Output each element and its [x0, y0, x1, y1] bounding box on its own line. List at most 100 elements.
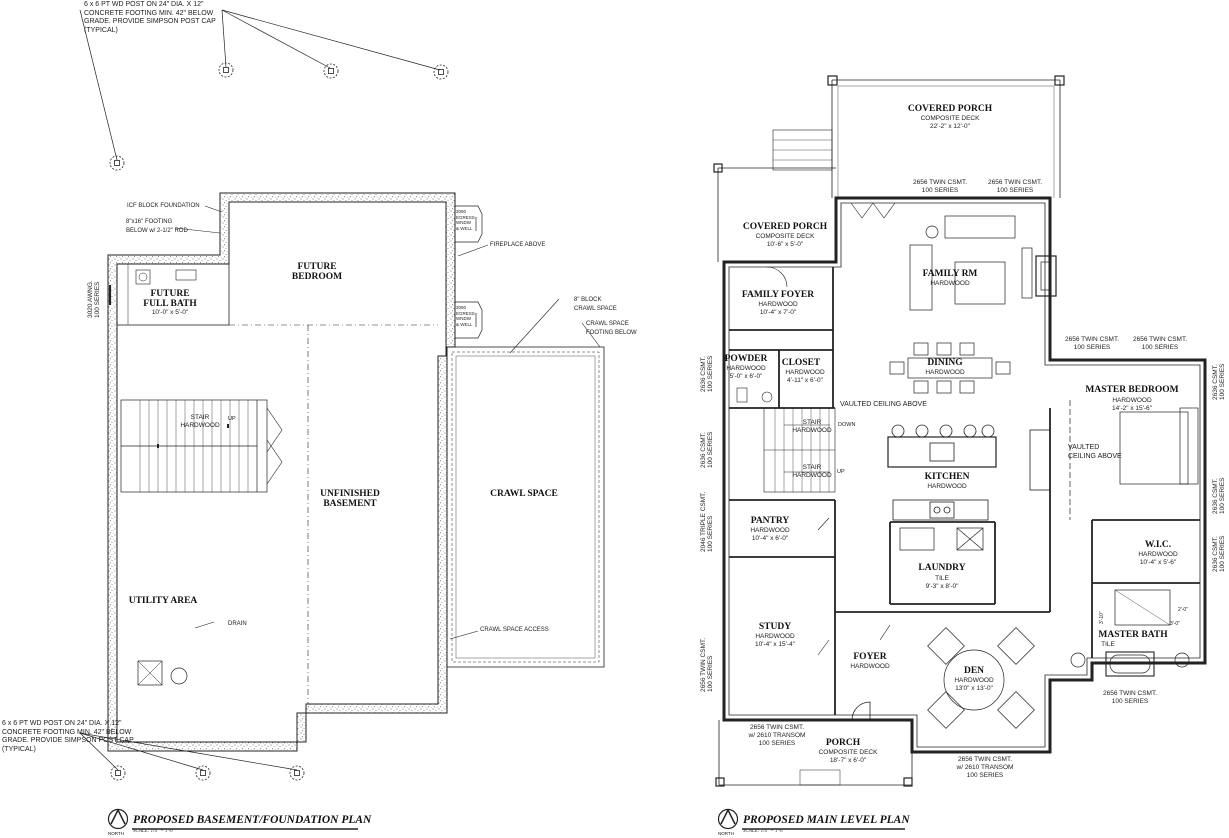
- window-note-left-2: 2636 CSMT. 100 SERIES: [700, 431, 714, 469]
- basement-stair-label: STAIR: [190, 414, 210, 421]
- covered-porch-left-sub: COMPOSITE DECK 10'-6" x 5'-0": [755, 233, 815, 248]
- kitchen-label: KITCHEN: [924, 472, 970, 482]
- stair-upper-sub: HARDWOOD: [792, 427, 832, 434]
- foyer-sub: HARDWOOD: [850, 663, 890, 670]
- awning-window-note: 3020 AWNG. 100 SERIES: [87, 280, 101, 318]
- covered-porch-top-sub: COMPOSITE DECK 22'-2" x 12'-0": [920, 115, 980, 130]
- vaulted-master-note: VAULTED CEILING ABOVE: [1068, 444, 1122, 460]
- stair-lower-label: STAIR: [802, 464, 822, 471]
- footing-note: 8"x16" FOOTING BELOW w/ 2-1/2" ROD: [126, 219, 188, 234]
- basement-stair-floor: HARDWOOD: [180, 422, 220, 429]
- main-plan-scale: SCALE: 1/4" = 1'-0": [743, 829, 785, 834]
- kitchen-sub: HARDWOOD: [927, 483, 967, 490]
- window-note-mb-2: 2656 TWIN CSMT. 100 SERIES: [1132, 336, 1188, 351]
- utility-area-label: UTILITY AREA: [128, 596, 198, 606]
- post-note-top: 6 x 6 PT WD POST ON 24" DIA. X 12" CONCR…: [84, 1, 216, 34]
- master-bath-sub: TILE: [1101, 641, 1115, 648]
- wic-label: W.I.C.: [1144, 540, 1172, 550]
- window-note-mb-1: 2656 TWIN CSMT. 100 SERIES: [1064, 336, 1120, 351]
- family-room-furniture: [909, 215, 1057, 311]
- main-north-arrow: [717, 808, 739, 830]
- egress-note-1: 3050 EGRESS WNDW & WELL: [456, 209, 475, 231]
- master-bath-fixtures: [1070, 589, 1190, 677]
- window-marks: [722, 196, 1207, 754]
- stair-up-note: UP: [837, 469, 845, 475]
- master-bedroom-sub: HARDWOOD 14'-2" x 15'-6": [1112, 397, 1152, 412]
- kitchen-island: [887, 424, 1051, 521]
- post-footing-symbols-bottom: [110, 765, 305, 781]
- bath-dim-a: 3'-10": [1099, 611, 1105, 624]
- future-bedroom-label: FUTURE BEDROOM: [291, 262, 343, 282]
- den-label: DEN: [963, 666, 985, 676]
- drain-note: DRAIN: [228, 621, 247, 627]
- window-note-top-1: 2656 TWIN CSMT. 100 SERIES: [912, 179, 968, 194]
- covered-porch-left: [713, 163, 836, 262]
- covered-porch-left-label: COVERED PORCH: [742, 222, 828, 232]
- foyer-label: FOYER: [853, 652, 887, 662]
- main-level-plan: [713, 75, 1207, 830]
- porch-label: PORCH: [825, 738, 861, 748]
- pantry-sub: HARDWOOD 10'-4" x 6'-0": [750, 527, 790, 542]
- laundry-sub: TILE 9'-3" x 8'-0": [925, 575, 959, 590]
- crawl-space-outline: [446, 346, 605, 668]
- window-note-right-1: 2636 CSMT. 100 SERIES: [1212, 363, 1226, 401]
- window-note-left-1: 2636 CSMT. 100 SERIES: [700, 355, 714, 393]
- laundry-label: LAUNDRY: [918, 563, 966, 573]
- egress-note-2: 3050 EGRESS WNDW & WELL: [456, 305, 475, 327]
- family-rm-sub: HARDWOOD: [930, 280, 970, 287]
- covered-porch-top-label: COVERED PORCH: [907, 104, 993, 114]
- stair-lower-sub: HARDWOOD: [792, 472, 832, 479]
- window-note-bath: 2656 TWIN CSMT. 100 SERIES: [1102, 690, 1158, 705]
- dining-table: [889, 342, 1011, 394]
- master-bed: [1069, 400, 1199, 520]
- basement-north-arrow: [107, 808, 129, 830]
- window-note-left-twin: 2656 TWIN CSMT. 100 SERIES: [700, 637, 714, 692]
- egress-windows: [455, 205, 483, 339]
- furnace-circle: [170, 667, 188, 685]
- post-leader-lines-top: [79, 9, 441, 161]
- study-sub: HARDWOOD 10'-4" x 15'-4": [755, 633, 795, 648]
- main-stair: [763, 407, 836, 493]
- den-furniture: [927, 627, 1035, 729]
- stair-upper-label: STAIR: [802, 419, 822, 426]
- powder-sub: HARDWOOD 5'-0" x 6'-0": [726, 365, 766, 380]
- vaulted-ceiling-note: VAULTED CEILING ABOVE: [840, 401, 927, 408]
- porch-sub: COMPOSITE DECK 18'-7" x 6'-0": [818, 749, 878, 764]
- stair-down-note: DOWN: [838, 422, 856, 428]
- block-crawl-note: 8" BLOCK CRAWL SPACE: [574, 297, 617, 312]
- post-leader-lines-bottom: [79, 732, 298, 771]
- post-footing-symbols-top: [109, 62, 449, 171]
- doors: [766, 202, 896, 656]
- basement-stair: [120, 399, 283, 493]
- basement-stair-up: UP: [228, 416, 236, 422]
- front-porch: [715, 701, 913, 787]
- window-note-study-transom: 2656 TWIN CSMT. w/ 2610 TRANSOM 100 SERI…: [748, 724, 806, 747]
- closet-sub: HARDWOOD 4'-11" x 6'-0": [785, 369, 825, 384]
- laundry-fixtures: [899, 527, 984, 551]
- wic-sub: HARDWOOD 10'-4" x 5'-6": [1138, 551, 1178, 566]
- basement-north-label: NORTH: [108, 831, 124, 836]
- future-bath-walls: [116, 263, 230, 326]
- powder-fixtures: [736, 387, 773, 403]
- covered-porch-top: [772, 75, 1065, 198]
- icf-note: ICF BLOCK FOUNDATION: [127, 203, 200, 209]
- family-foyer-label: FAMILY FOYER: [741, 290, 815, 300]
- main-plan-title: PROPOSED MAIN LEVEL PLAN: [743, 814, 910, 826]
- future-bath-size: 10'-0" x 5'-0": [151, 309, 189, 316]
- bath-dim-c: 2'-0": [1178, 607, 1188, 613]
- window-note-left-triple: 2046 TRIPLE CSMT. 100 SERIES: [700, 491, 714, 552]
- basement-plan: [79, 9, 605, 830]
- crawl-space-label: CRAWL SPACE: [490, 489, 558, 499]
- post-note-bottom: 6 x 6 PT WD POST ON 24" DIA. X 12" CONCR…: [2, 720, 134, 753]
- basement-foundation-wall: [107, 192, 456, 752]
- window-note-den-transom: 2656 TWIN CSMT. w/ 2610 TRANSOM 100 SERI…: [956, 756, 1014, 779]
- water-heater-box: [137, 660, 163, 686]
- unfinished-basement-label: UNFINISHED BASEMENT: [320, 489, 380, 509]
- dining-sub: HARDWOOD: [925, 369, 965, 376]
- future-bath-label: FUTURE FULL BATH: [143, 289, 197, 309]
- closet-label: CLOSET: [781, 358, 821, 368]
- pantry-label: PANTRY: [750, 516, 790, 526]
- family-rm-label: FAMILY RM: [922, 269, 978, 279]
- bath-dim-b: 3'-0": [1170, 621, 1180, 627]
